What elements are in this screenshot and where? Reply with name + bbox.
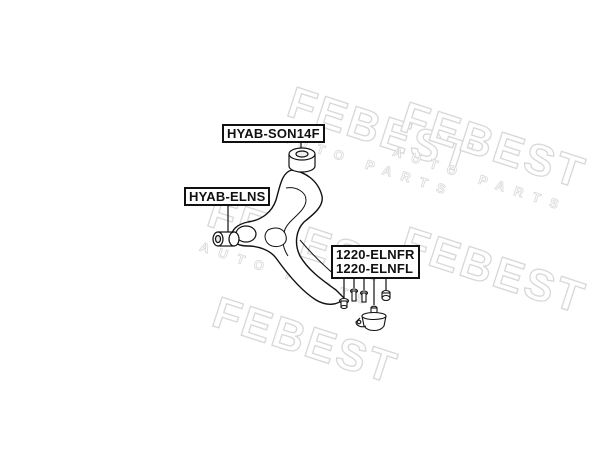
bushing-left-hole: [214, 234, 222, 244]
bushing-left: [212, 231, 240, 247]
part-number: HYAB-SON14F: [227, 126, 320, 141]
watermark-right-low: FEBEST: [394, 217, 593, 324]
part-label-1220-eln[interactable]: 1220-ELNFR 1220-ELNFL: [331, 245, 420, 279]
nut: [381, 289, 391, 302]
watermark-brand: FEBEST: [207, 288, 404, 394]
bolt-2: [349, 288, 359, 302]
part-label-hyab-son14f[interactable]: HYAB-SON14F: [222, 124, 325, 143]
ball-joint: [355, 305, 387, 332]
ball-joint-hole: [356, 319, 362, 325]
watermark-right: FEBEST AUTO PARTS: [391, 92, 593, 215]
bolt-3: [359, 290, 369, 303]
part-number-left: 1220-ELNFL: [336, 261, 414, 276]
arm-outline: [231, 169, 345, 305]
part-number: HYAB-ELNS: [189, 189, 266, 204]
watermark-bottom: FEBEST: [206, 287, 405, 394]
ball-joint-kit: [338, 288, 391, 332]
part-label-hyab-elns[interactable]: HYAB-ELNS: [184, 187, 271, 206]
bushing-left-back: [228, 231, 240, 247]
bolt-1: [338, 297, 350, 310]
watermark-brand: FEBEST: [395, 218, 592, 324]
bushing-top-hole: [295, 150, 309, 158]
ball-joint-flange: [355, 317, 367, 328]
part-number-right: 1220-ELNFR: [336, 247, 415, 262]
bushing-top: [288, 147, 316, 173]
arm-inner-hole: [264, 227, 287, 247]
